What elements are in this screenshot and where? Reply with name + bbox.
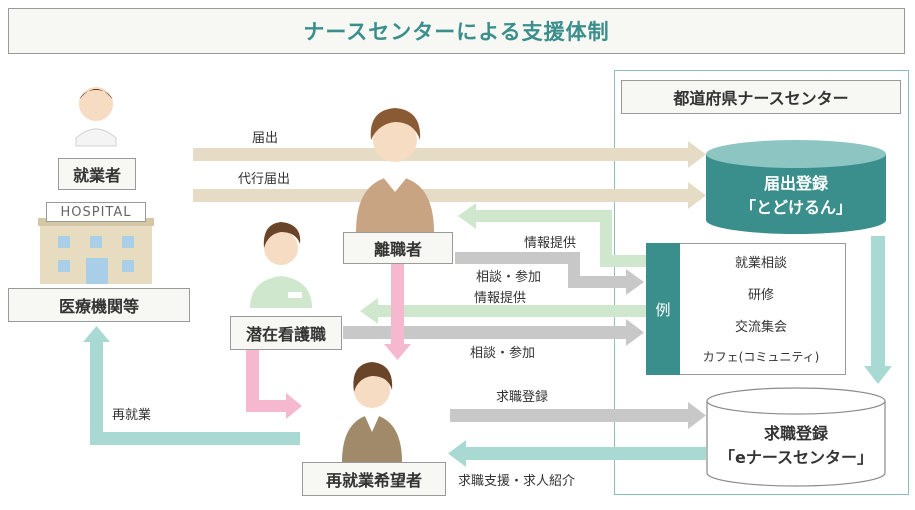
title-banner: ナースセンターによる支援体制 — [8, 8, 905, 54]
page-title: ナースセンターによる支援体制 — [303, 20, 610, 44]
employed-box: 就業者 — [58, 158, 136, 190]
consult-label-2: 相談・参加 — [470, 346, 536, 361]
medical-institutions-box: 医療機関等 — [8, 288, 190, 322]
example-item-meeting: 交流集会 — [734, 320, 787, 335]
latent-nurse-figure — [250, 222, 312, 308]
db-enursecenter — [706, 387, 886, 487]
example-item-consultation: 就業相談 — [734, 256, 787, 271]
notification-label: 届出 — [252, 131, 279, 146]
example-item-cafe: カフェ(コミュニティ) — [702, 350, 820, 364]
hospital-sign-text: HOSPITAL — [60, 204, 132, 220]
latent-nurse-box: 潜在看護職 — [230, 316, 342, 350]
job-support-arrow — [448, 440, 706, 467]
proxy-notification-label: 代行届出 — [238, 172, 291, 187]
db-todokerun-line1: 届出登録 — [763, 174, 828, 193]
hospital-building — [38, 218, 154, 284]
db-todokerun-title: 届出登録 「とどけるん」 — [706, 172, 886, 220]
db-todokerun-line2: 「とどけるん」 — [739, 198, 852, 217]
db-todokerun — [706, 140, 886, 234]
example-item-training: 研修 — [747, 288, 774, 303]
reemployment-arrow — [83, 326, 300, 445]
db-enursecenter-title: 求職登録 「eナースセンター」 — [706, 422, 886, 470]
left-job-box: 離職者 — [343, 232, 453, 264]
info-arrow-1 — [458, 203, 646, 267]
hospital-sign: HOSPITAL — [46, 202, 146, 222]
info-provision-label-1: 情報提供 — [524, 236, 577, 251]
panel-title: 都道府県ナースセンター — [621, 80, 901, 114]
info-arrow-2 — [360, 298, 646, 324]
job-support-label: 求職支援・求人紹介 — [458, 474, 576, 489]
db-enursecenter-line2: 「eナースセンター」 — [718, 448, 874, 467]
consult-arrow-2 — [343, 319, 644, 346]
proxy-notification-arrow — [193, 182, 706, 209]
db-enursecenter-line1: 求職登録 — [763, 424, 828, 443]
reemployment-seeker-box: 再就業希望者 — [302, 462, 446, 496]
reemployment-woman-figure — [342, 362, 402, 462]
info-provision-label-2: 情報提供 — [474, 291, 527, 306]
pink-arrow-down — [384, 262, 411, 360]
notification-arrow — [193, 141, 706, 168]
job-registration-label: 求職登録 — [496, 390, 549, 405]
left-job-woman-figure — [356, 108, 434, 232]
example-tab: 例 — [646, 243, 680, 375]
employed-nurse-figure — [75, 87, 117, 147]
job-registration-arrow — [450, 402, 706, 429]
pink-arrow-turn — [246, 350, 302, 419]
reemployment-label: 再就業 — [112, 408, 152, 423]
db-transfer-arrow — [864, 236, 892, 384]
consult-label-1: 相談・参加 — [476, 270, 542, 285]
consult-arrow-1 — [455, 252, 644, 295]
